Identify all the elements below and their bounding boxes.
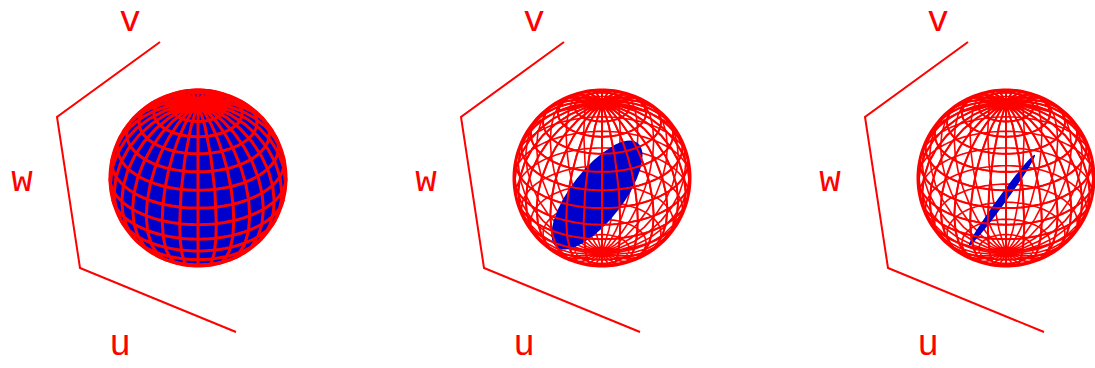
axis-label: w — [415, 164, 437, 200]
axis-label: w — [819, 164, 841, 200]
axis-label: u — [917, 328, 939, 364]
axis-label: v — [119, 4, 141, 40]
axis-bracket — [865, 42, 1044, 332]
axis-label: v — [927, 4, 949, 40]
wireframe-sphere — [514, 90, 690, 266]
wireframe-sphere — [918, 90, 1094, 266]
solid-sphere — [110, 90, 286, 266]
axis-label: w — [11, 164, 33, 200]
axis-label: u — [109, 328, 131, 364]
axis-label: u — [513, 328, 535, 364]
axis-label: v — [523, 4, 545, 40]
